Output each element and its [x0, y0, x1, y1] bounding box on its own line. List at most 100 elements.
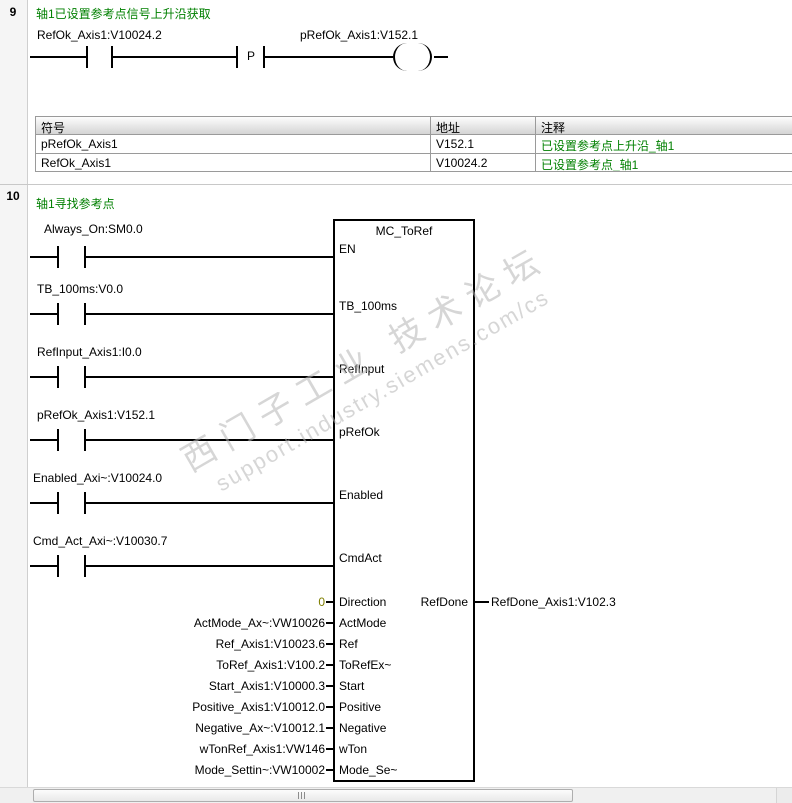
operand-label[interactable]: pRefOk_Axis1:V152.1 — [300, 28, 419, 42]
param-value[interactable]: Start_Axis1:V10000.3 — [208, 679, 325, 693]
block-pin-positive: Positive — [339, 700, 382, 714]
wire — [30, 376, 57, 378]
wire — [113, 56, 236, 58]
symbol-column-header[interactable]: 符号 — [36, 117, 431, 134]
wire — [30, 439, 57, 441]
block-param-row: Start_Axis1:V10000.3 Start — [0, 679, 792, 693]
param-value[interactable]: Ref_Axis1:V10023.6 — [215, 637, 325, 651]
param-value[interactable]: Negative_Ax~:V10012.1 — [195, 721, 325, 735]
symbol-cell: pRefOk_Axis1 — [36, 135, 431, 153]
contact-bar — [57, 246, 59, 268]
block-pin-tb100ms: TB_100ms — [339, 299, 398, 313]
symbol-table-row[interactable]: pRefOk_Axis1 V152.1 已设置参考点上升沿_轴1 — [36, 135, 792, 153]
contact-bar — [236, 46, 238, 68]
block-pin-mode-se: Mode_Se~ — [339, 763, 398, 777]
block-title: MC_ToRef — [375, 224, 433, 238]
contact-bar — [57, 366, 59, 388]
pin-connector — [473, 601, 489, 603]
block-pin-direction: Direction — [339, 595, 387, 609]
comment-column-header[interactable]: 注释 — [541, 121, 566, 134]
network-number-9: 9 — [9, 5, 17, 19]
wire — [86, 376, 333, 378]
contact-bar — [263, 46, 265, 68]
block-pin-negative: Negative — [339, 721, 387, 735]
operand-label[interactable]: Enabled_Axi~:V10024.0 — [33, 471, 163, 485]
contact-bar — [84, 429, 86, 451]
contact-bar — [57, 429, 59, 451]
network-number-gutter: 9 10 — [0, 0, 28, 787]
output-operand-label[interactable]: RefDone_Axis1:V102.3 — [491, 595, 616, 609]
pin-connector — [326, 622, 335, 624]
param-value[interactable]: wTonRef_Axis1:VW146 — [199, 742, 325, 756]
block-param-row: 0 Direction RefDone RefDone_Axis1:V102.3 — [0, 595, 792, 609]
symbol-table-header: 符号 地址 注释 — [36, 117, 792, 135]
contact-bar — [57, 555, 59, 577]
block-pin-prefok: pRefOk — [339, 425, 380, 439]
symbol-table-row[interactable]: RefOk_Axis1 V10024.2 已设置参考点_轴1 — [36, 153, 792, 171]
symbol-cell: RefOk_Axis1 — [36, 154, 431, 171]
pin-connector — [326, 664, 335, 666]
comment-cell: 已设置参考点上升沿_轴1 — [541, 139, 675, 153]
contact-bar — [57, 303, 59, 325]
pin-connector — [326, 601, 335, 603]
block-pin-en: EN — [339, 242, 356, 256]
block-pin-start: Start — [339, 679, 365, 693]
network-9-title[interactable]: 轴1已设置参考点信号上升沿获取 — [36, 7, 211, 21]
wire — [86, 256, 333, 258]
operand-label[interactable]: Always_On:SM0.0 — [44, 222, 143, 236]
contact-bar — [84, 246, 86, 268]
mc-toref-block[interactable]: MC_ToRef — [333, 219, 475, 782]
contact-bar — [84, 555, 86, 577]
contact-bar — [86, 46, 88, 68]
block-pin-refdone: RefDone — [420, 595, 468, 609]
network-divider — [0, 184, 792, 185]
horizontal-scrollbar[interactable] — [0, 787, 792, 803]
param-value[interactable]: 0 — [318, 595, 325, 609]
param-value[interactable]: Mode_Settin~:VW10002 — [194, 763, 325, 777]
wire — [30, 56, 86, 58]
block-param-row: Ref_Axis1:V10023.6 Ref — [0, 637, 792, 651]
network-number-10: 10 — [6, 189, 20, 203]
operand-label[interactable]: TB_100ms:V0.0 — [37, 282, 124, 296]
edge-contact-label: P — [246, 49, 255, 63]
wire — [434, 56, 448, 58]
operand-label[interactable]: Cmd_Act_Axi~:V10030.7 — [33, 534, 168, 548]
coil-left-arc — [393, 43, 407, 71]
wire — [265, 56, 393, 58]
block-param-row: ToRef_Axis1:V100.2 ToRefEx~ — [0, 658, 792, 672]
comment-cell: 已设置参考点_轴1 — [541, 158, 639, 171]
param-value[interactable]: ActMode_Ax~:VW10026 — [193, 616, 325, 630]
block-pin-enabled: Enabled — [339, 488, 384, 502]
contact-bar — [84, 366, 86, 388]
block-pin-refinput: RefInput — [339, 362, 385, 376]
network-10-title[interactable]: 轴1寻找参考点 — [36, 197, 115, 211]
block-param-row: Negative_Ax~:V10012.1 Negative — [0, 721, 792, 735]
block-param-row: Mode_Settin~:VW10002 Mode_Se~ — [0, 763, 792, 777]
contact-bar — [111, 46, 113, 68]
contact-bar — [57, 492, 59, 514]
param-value[interactable]: Positive_Axis1:V10012.0 — [192, 700, 325, 714]
scrollbar-corner — [776, 788, 792, 803]
block-pin-actmode: ActMode — [339, 616, 387, 630]
pin-connector — [326, 706, 335, 708]
block-pin-torefex: ToRefEx~ — [339, 658, 392, 672]
symbol-table: 符号 地址 注释 pRefOk_Axis1 V152.1 已设置参考点上升沿_轴… — [35, 116, 792, 172]
param-value[interactable]: ToRef_Axis1:V100.2 — [216, 658, 325, 672]
operand-label[interactable]: RefInput_Axis1:I0.0 — [37, 345, 142, 359]
address-column-header[interactable]: 地址 — [431, 117, 536, 134]
wire — [30, 565, 57, 567]
scrollbar-thumb[interactable] — [33, 789, 573, 802]
address-cell: V152.1 — [431, 135, 536, 153]
pin-connector — [326, 685, 335, 687]
wire — [86, 313, 333, 315]
block-param-row: wTonRef_Axis1:VW146 wTon — [0, 742, 792, 756]
operand-label[interactable]: RefOk_Axis1:V10024.2 — [37, 28, 162, 42]
pin-connector — [326, 748, 335, 750]
wire — [30, 256, 57, 258]
operand-label[interactable]: pRefOk_Axis1:V152.1 — [37, 408, 156, 422]
scrollbar-grip — [298, 792, 305, 799]
wire — [30, 502, 57, 504]
wire — [30, 313, 57, 315]
contact-bar — [84, 303, 86, 325]
